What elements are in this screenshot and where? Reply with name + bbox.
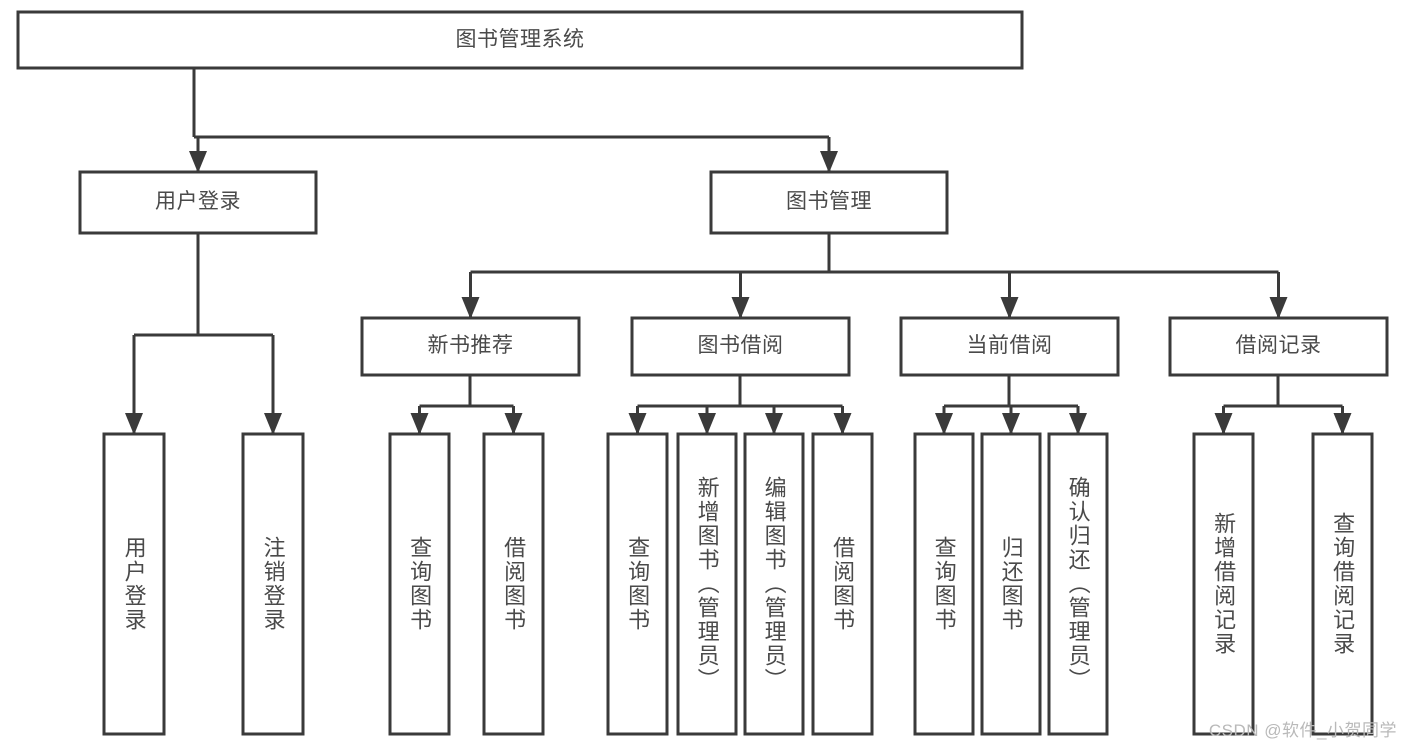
arrow-head-icon [1002,413,1020,435]
arrow-head-icon [504,413,523,435]
arrow-head-icon [698,413,716,435]
node-box-leaf-borrow-book[interactable] [811,432,874,736]
node-box-current-borrow[interactable] [899,316,1120,377]
node-box-user-login[interactable] [78,170,318,235]
node-box-leaf-borrow-book-rec[interactable] [482,432,545,736]
node-box-leaf-add-book[interactable] [676,432,738,736]
node-box-book-borrow[interactable] [630,316,851,377]
arrow-head-icon [1333,413,1352,435]
node-box-borrow-record[interactable] [1168,316,1389,377]
arrow-head-icon [731,297,750,319]
arrow-head-icon [125,413,143,435]
node-box-leaf-query-book-rec[interactable] [388,432,451,736]
arrow-head-icon [1269,297,1288,319]
node-box-leaf-logout[interactable] [241,432,305,736]
arrow-head-icon [1069,413,1087,435]
arrow-head-icon [461,297,480,319]
arrow-head-icon [765,413,783,435]
arrow-head-icon [820,151,838,173]
node-box-leaf-confirm-return[interactable] [1047,432,1109,736]
node-box-leaf-return-book[interactable] [980,432,1042,736]
node-box-leaf-add-record[interactable] [1192,432,1255,736]
connector-group [125,68,1352,435]
node-box-leaf-user-login[interactable] [102,432,166,736]
arrow-head-icon [1000,297,1019,319]
arrow-head-icon [410,413,429,435]
node-box-group [16,10,1389,736]
node-box-leaf-edit-book[interactable] [743,432,805,736]
node-box-book-manage[interactable] [709,170,949,235]
arrow-head-icon [935,413,953,435]
node-box-leaf-query-book-current[interactable] [913,432,975,736]
arrow-head-icon [1214,413,1233,435]
arrow-head-icon [833,413,852,435]
node-box-root[interactable] [16,10,1024,70]
arrow-head-icon [628,413,647,435]
arrow-head-icon [189,151,207,173]
node-box-new-book-rec[interactable] [360,316,581,377]
node-box-leaf-query-book-borrow[interactable] [606,432,669,736]
arrow-head-icon [264,413,282,435]
node-box-leaf-query-record[interactable] [1311,432,1374,736]
